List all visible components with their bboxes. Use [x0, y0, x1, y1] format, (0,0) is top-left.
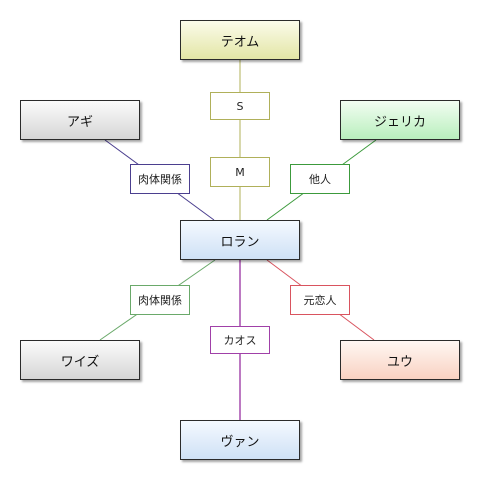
- node-agi-label: アギ: [66, 114, 93, 130]
- node-agi: アギ: [20, 100, 140, 140]
- edge-label-yuu-loran: 元恋人: [290, 285, 350, 315]
- edge-label-waizu-loran: 肉体関係: [130, 285, 190, 315]
- edge-label-m-text: M: [235, 165, 245, 179]
- edge-label-jerika-loran-text: 他人: [309, 173, 331, 186]
- node-teomu-label: テオム: [220, 34, 260, 50]
- edge-label-s: S: [210, 92, 270, 120]
- edge-label-agi-loran: 肉体関係: [130, 164, 190, 194]
- node-waizu-label: ワイズ: [60, 354, 100, 370]
- node-van: ヴァン: [180, 420, 300, 460]
- node-van-label: ヴァン: [220, 434, 260, 450]
- edge-label-van-loran: カオス: [210, 326, 270, 354]
- edge-label-s-text: S: [236, 99, 244, 113]
- node-yuu: ユウ: [340, 340, 460, 380]
- node-jerika-label: ジェリカ: [373, 114, 426, 130]
- edge-label-m: M: [210, 157, 270, 187]
- node-loran: ロラン: [180, 220, 300, 260]
- edge-label-van-loran-text: カオス: [223, 334, 257, 347]
- node-waizu: ワイズ: [20, 340, 140, 380]
- edge-label-waizu-loran-text: 肉体関係: [138, 294, 182, 307]
- edge-label-jerika-loran: 他人: [290, 164, 350, 194]
- edge-label-agi-loran-text: 肉体関係: [138, 173, 182, 186]
- edge-label-yuu-loran-text: 元恋人: [303, 294, 337, 307]
- node-loran-label: ロラン: [220, 234, 260, 250]
- node-teomu: テオム: [180, 20, 300, 60]
- node-jerika: ジェリカ: [340, 100, 460, 140]
- node-yuu-label: ユウ: [386, 354, 413, 370]
